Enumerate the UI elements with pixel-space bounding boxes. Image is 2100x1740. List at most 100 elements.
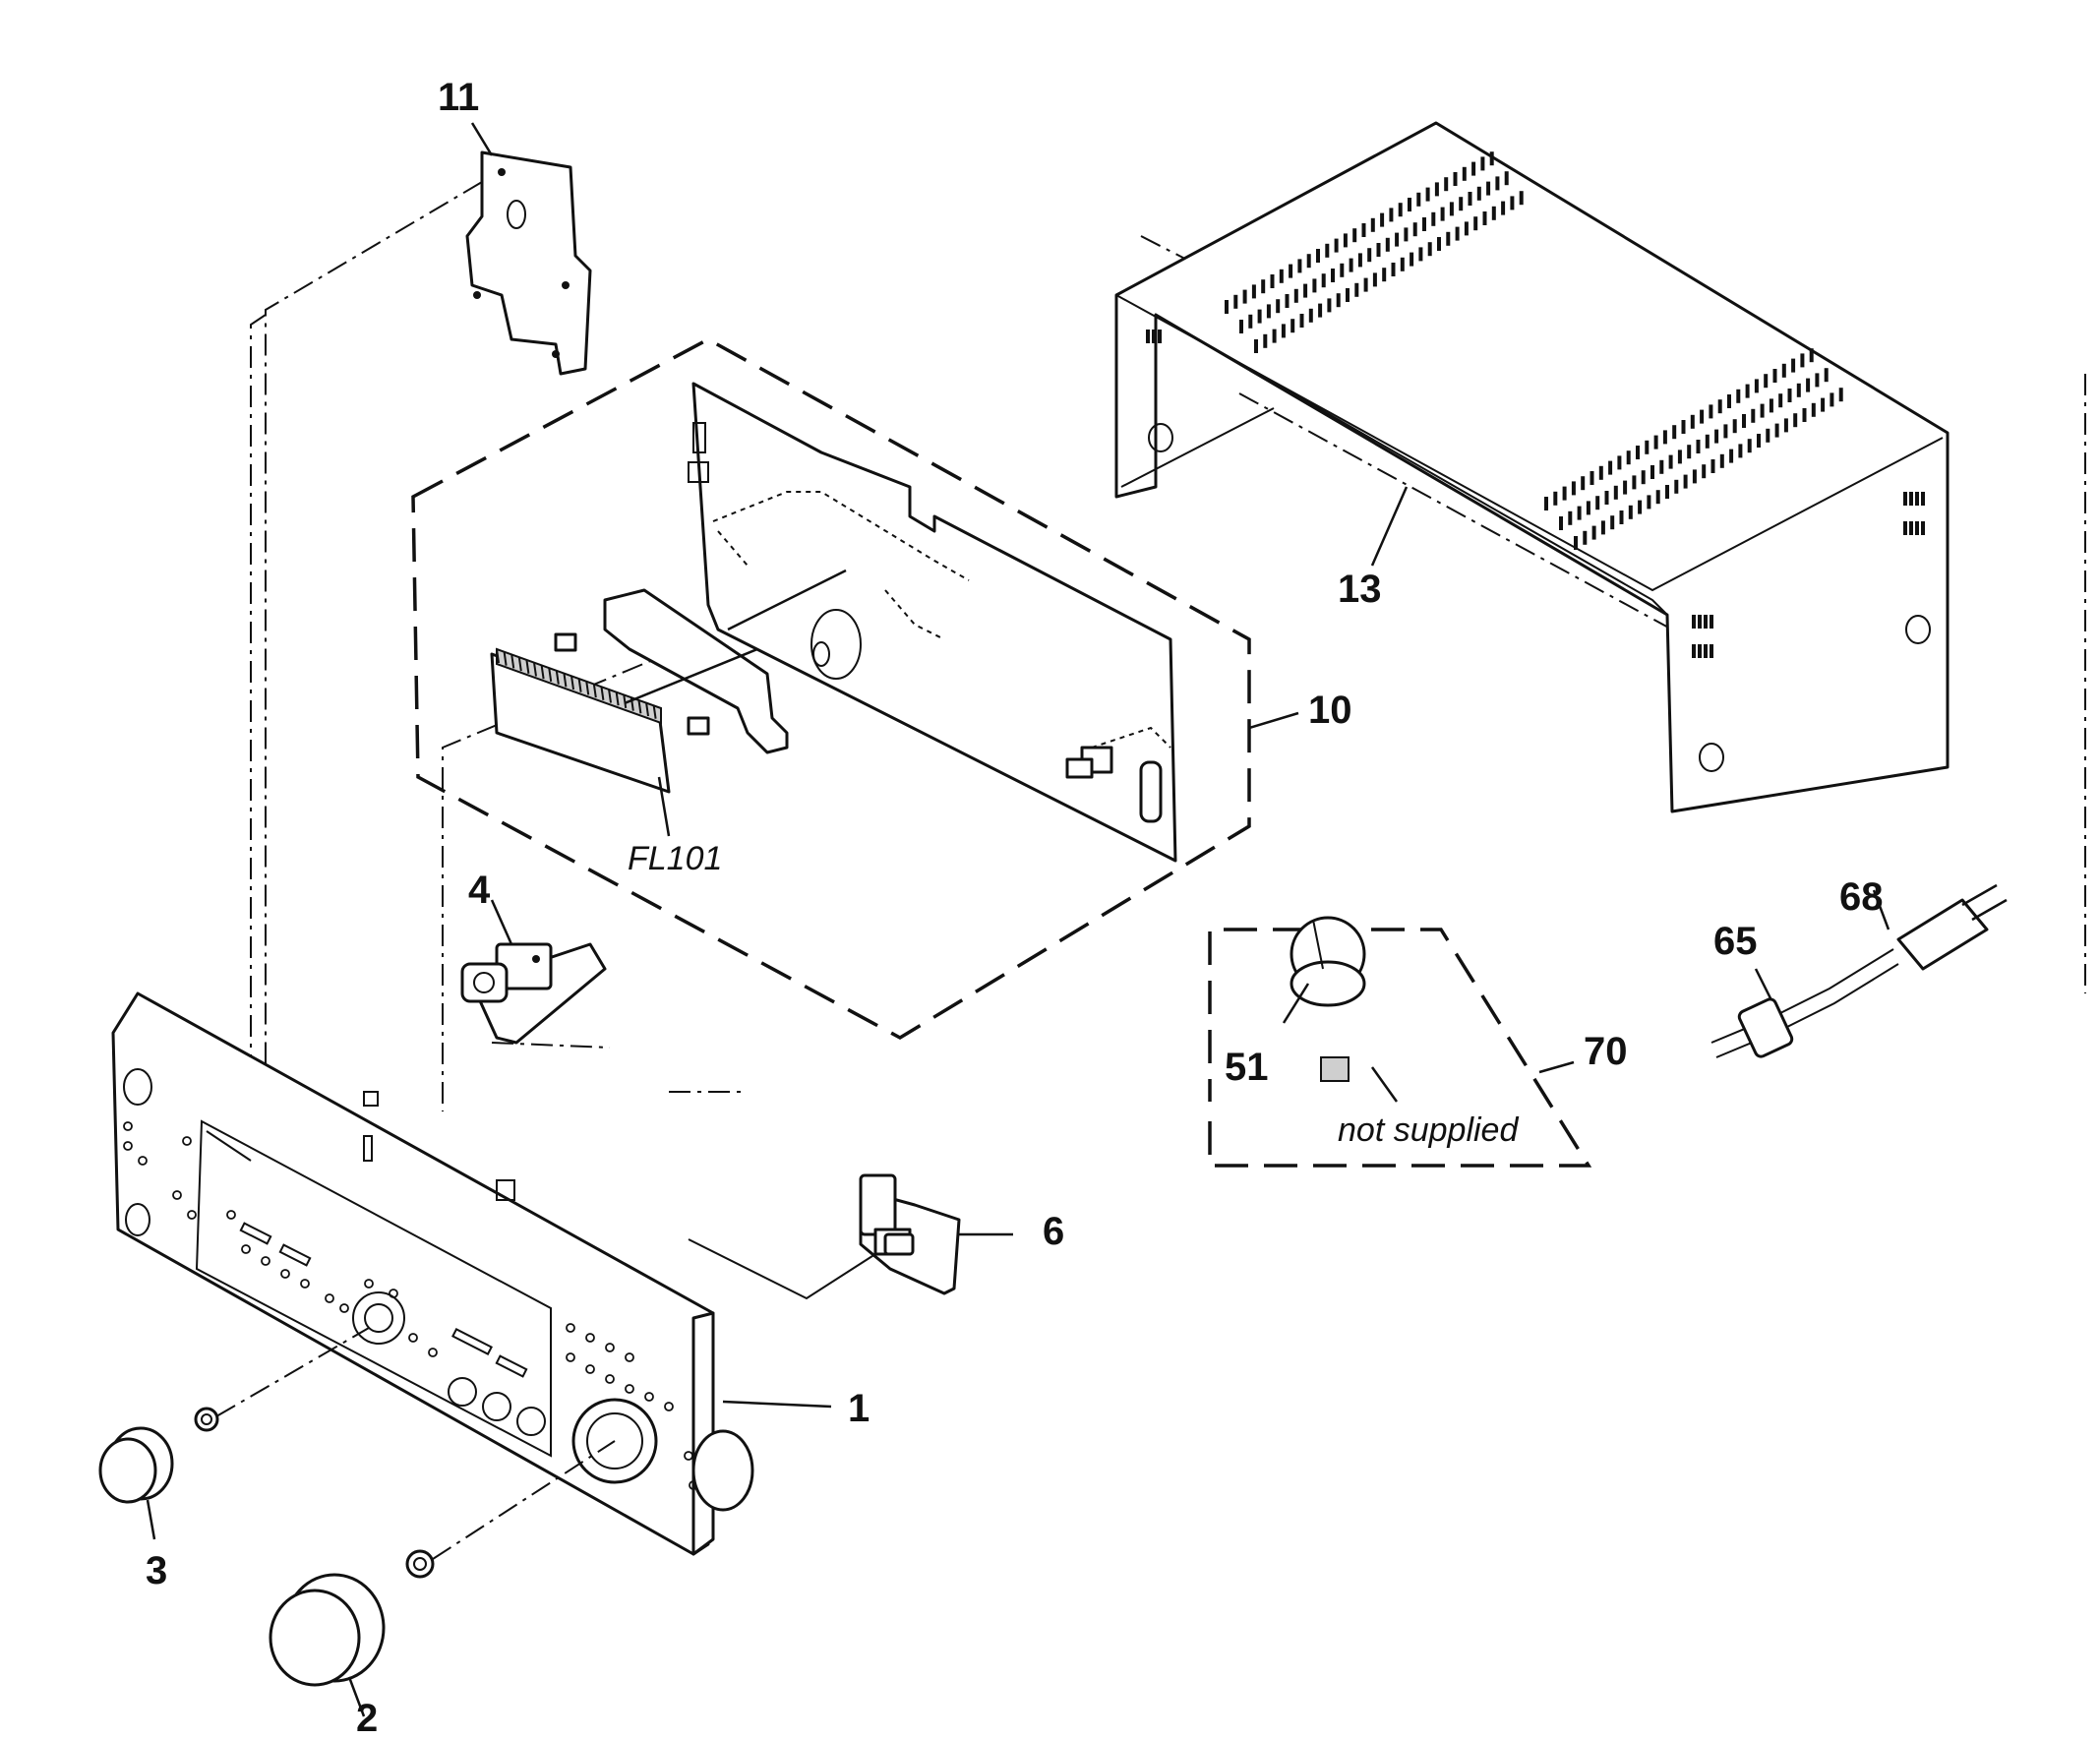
vent-slot — [1568, 510, 1573, 525]
vent-slot — [1645, 440, 1650, 454]
vent-slot — [1473, 216, 1478, 231]
vent-slot — [1674, 479, 1679, 494]
vent-slot — [1778, 393, 1783, 408]
fl101-pin — [503, 651, 508, 666]
panel-hole — [644, 1392, 654, 1402]
fl101-pin — [570, 675, 574, 690]
vent-slot — [1297, 259, 1302, 273]
panel-hole — [300, 1279, 310, 1289]
vent-slot — [1290, 319, 1295, 333]
vent-slot — [1623, 480, 1628, 495]
vent-slot — [1783, 418, 1788, 433]
vent-slot — [1553, 491, 1558, 506]
vent-slot — [1632, 475, 1637, 490]
vent-slot — [1696, 440, 1701, 453]
vent-slot — [1757, 434, 1761, 448]
vent-slot — [1266, 304, 1271, 319]
cover-part-13 — [1114, 121, 1950, 813]
vent-slot — [1455, 226, 1460, 241]
vent-slot — [1404, 227, 1409, 242]
vent-slot — [1254, 339, 1258, 353]
vent-slot — [1571, 481, 1576, 496]
vent-slot — [1562, 486, 1567, 501]
vent-slot — [1909, 521, 1913, 535]
vent-slot — [1824, 368, 1829, 383]
vent-slot — [1357, 253, 1362, 268]
large-knob-part-2 — [269, 1440, 616, 1717]
vent-slot — [1838, 388, 1843, 402]
vent-slot — [1583, 530, 1588, 545]
vent-slot — [1395, 232, 1400, 247]
vent-slot — [1714, 429, 1719, 444]
vent-slot — [1672, 425, 1677, 440]
vent-slot — [1361, 223, 1366, 237]
vent-slot — [1692, 469, 1697, 484]
callout-labels: 11 13 10 FL101 4 65 68 70 51 not supplie… — [146, 76, 1884, 1740]
vent-slot — [1303, 283, 1308, 298]
vent-slot — [1766, 428, 1770, 443]
vent-slot — [1800, 353, 1805, 368]
display-board-assembly-10 — [411, 337, 1299, 1041]
vent-slot — [1710, 615, 1713, 629]
board-part-6 — [688, 1173, 1013, 1300]
vent-slot — [1692, 615, 1696, 629]
panel-hole — [664, 1402, 674, 1411]
vent-slot — [1376, 243, 1381, 257]
vent-slot — [1709, 404, 1713, 419]
vent-slot — [1400, 257, 1405, 271]
panel-hole — [605, 1374, 615, 1384]
callout-1: 1 — [848, 1387, 870, 1430]
vent-slot — [1742, 414, 1746, 428]
vent-slot — [1489, 151, 1494, 166]
label-not-supplied: not supplied — [1338, 1111, 1519, 1149]
callout-13: 13 — [1338, 568, 1382, 611]
vent-slot — [1331, 269, 1335, 282]
vent-slot — [1793, 413, 1798, 428]
vent-slot — [1806, 378, 1811, 392]
panel-hole — [566, 1323, 575, 1333]
vent-slot — [1352, 228, 1357, 243]
vent-slot — [1453, 172, 1458, 186]
fl101-pin — [533, 662, 537, 677]
vent-slot — [1815, 373, 1820, 388]
panel-hole — [172, 1190, 182, 1200]
vent-slot — [1581, 476, 1586, 491]
vent-slot — [1723, 424, 1728, 439]
panel-hole — [625, 1352, 634, 1362]
vent-slot — [1334, 238, 1339, 253]
vent-slot — [1647, 495, 1651, 510]
vent-slot — [1638, 500, 1643, 514]
vent-slot — [1263, 333, 1268, 348]
vent-slot — [1299, 314, 1304, 328]
vent-slot — [1774, 423, 1779, 438]
power-cord-parts-65-68 — [1710, 883, 2008, 1058]
vent-slot — [1732, 419, 1737, 434]
fl101-pin — [525, 659, 530, 674]
vent-slot — [1705, 434, 1710, 449]
cover-vents — [1146, 151, 1925, 658]
vent-slot — [1289, 264, 1293, 278]
bracket-part-11 — [465, 122, 592, 376]
vent-slot — [1410, 252, 1414, 267]
fl101-pin — [615, 691, 620, 706]
vent-slot — [1312, 278, 1317, 293]
vent-slot — [1655, 490, 1660, 505]
vent-slot — [1751, 408, 1756, 423]
vent-slot — [1446, 231, 1451, 246]
vent-slot — [1462, 166, 1467, 181]
vent-slot — [1398, 203, 1403, 217]
vent-slot — [1903, 492, 1907, 506]
vent-slot — [1764, 374, 1769, 389]
fl101-pin — [623, 693, 628, 709]
vent-slot — [1747, 439, 1752, 453]
vent-slot — [1349, 258, 1353, 272]
vent-slot — [1242, 289, 1247, 304]
vent-slot — [1346, 288, 1350, 302]
panel-hole — [182, 1136, 192, 1146]
vent-slot — [1574, 536, 1578, 550]
vent-slot — [1340, 263, 1345, 277]
vent-slot — [1802, 408, 1807, 422]
vent-slot — [1370, 217, 1375, 232]
panel-hole — [684, 1451, 693, 1461]
